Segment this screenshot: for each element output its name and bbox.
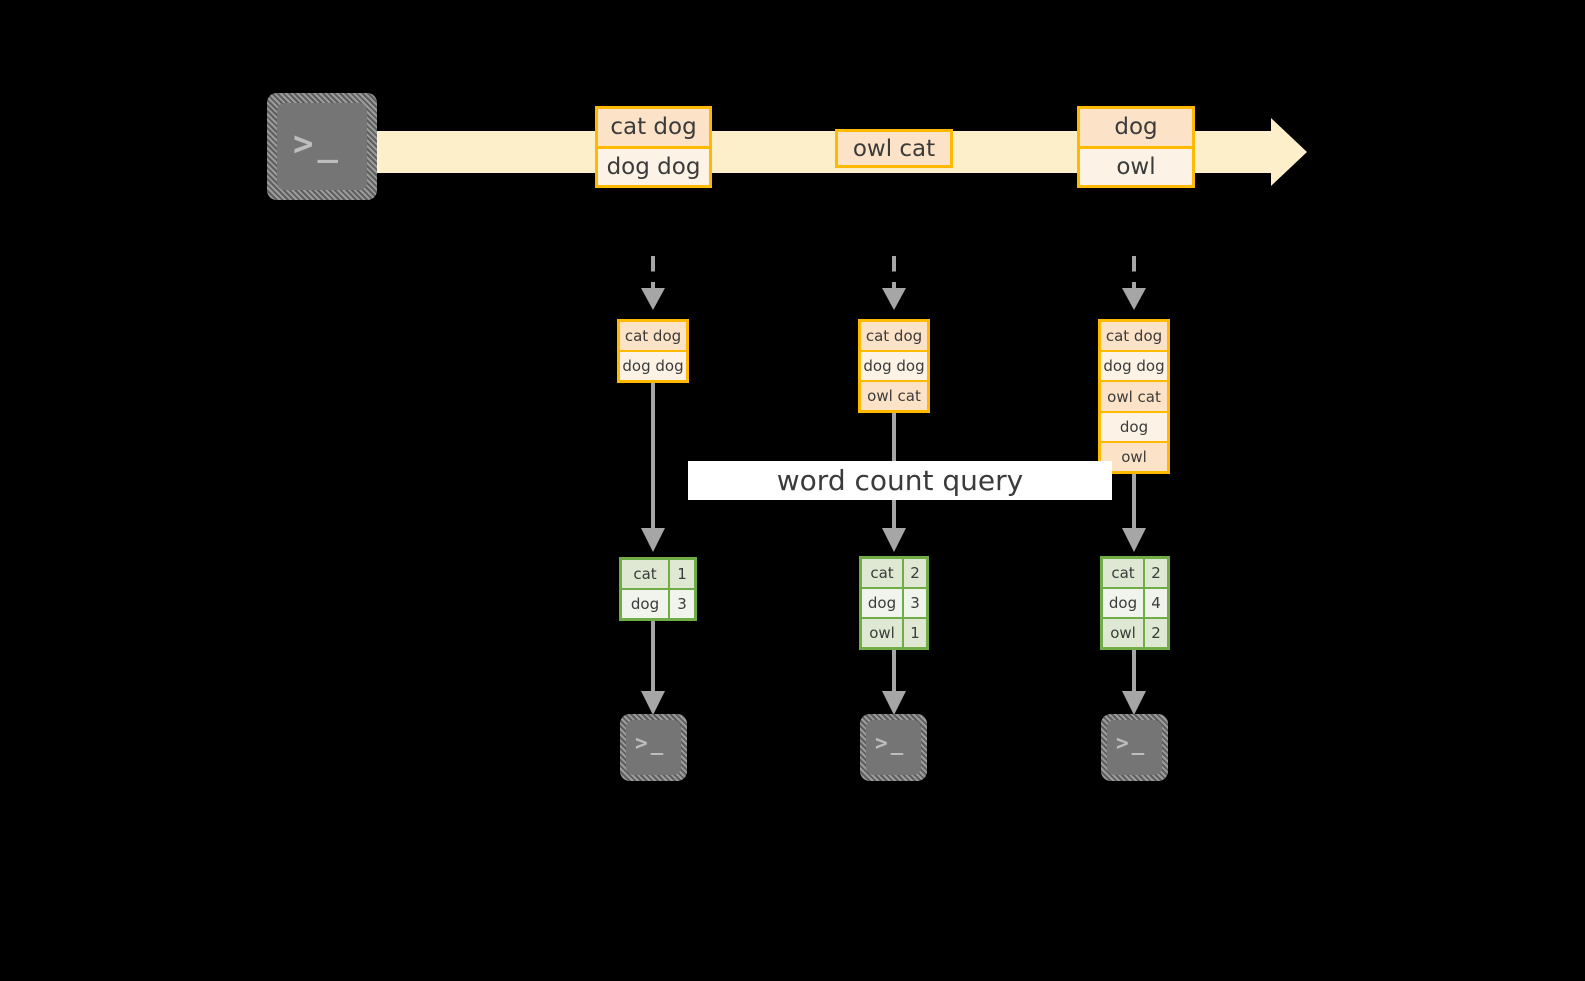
snapshot-to-result-line-1 [651,383,655,530]
query-label-text: word count query [776,464,1024,497]
stream-record-1[interactable]: cat dog dog dog [595,106,712,188]
table-row: owl 2 [1103,619,1167,647]
stream-to-snapshot-dashed-line-1 [651,256,655,290]
stream-to-snapshot-arrowhead-1 [641,288,665,310]
result-word-cell: dog [862,589,904,617]
sink-terminal-icon-3[interactable]: >_ [1101,714,1168,781]
terminal-screen [1107,720,1162,775]
stream-to-snapshot-dashed-line-2 [892,256,896,290]
snapshot-line: dog dog [1101,352,1167,383]
result-word-cell: dog [1103,589,1145,617]
result-word-cell: owl [862,619,904,647]
terminal-screen [277,103,367,190]
stream-to-snapshot-arrowhead-3 [1122,288,1146,310]
result-count-cell: 2 [1145,559,1167,587]
snapshot-to-result-arrowhead-3 [1122,528,1146,552]
terminal-screen [866,720,921,775]
query-label-banner: word count query [688,461,1112,500]
result-word-cell: cat [622,560,670,588]
table-row: cat 2 [862,559,926,589]
stream-record-line: dog [1080,109,1192,149]
sink-terminal-icon-1[interactable]: >_ [620,714,687,781]
snapshot-table-2[interactable]: cat dog dog dog owl cat [858,319,930,413]
stream-record-line: owl cat [838,132,950,165]
snapshot-line: dog dog [620,352,686,380]
terminal-screen [626,720,681,775]
result-table-1[interactable]: cat 1 dog 3 [619,557,697,621]
terminal-prompt-label: >_ [293,124,342,164]
stream-record-line: cat dog [598,109,709,149]
result-count-cell: 2 [904,559,926,587]
result-count-cell: 3 [670,590,694,618]
result-table-3[interactable]: cat 2 dog 4 owl 2 [1100,556,1170,650]
result-word-cell: cat [862,559,904,587]
stream-record-2[interactable]: owl cat [835,129,953,168]
stream-to-snapshot-dashed-line-3 [1132,256,1136,290]
stream-record-line: dog dog [598,148,709,185]
table-row: cat 1 [622,560,694,590]
snapshot-line: cat dog [620,322,686,352]
terminal-prompt-label: >_ [1116,731,1148,755]
sink-terminal-icon-2[interactable]: >_ [860,714,927,781]
table-row: dog 3 [862,589,926,619]
snapshot-line: dog dog [861,352,927,382]
source-terminal-icon[interactable]: >_ [267,93,377,200]
stream-record-line: owl [1080,148,1192,185]
stream-to-snapshot-arrowhead-2 [882,288,906,310]
terminal-prompt-label: >_ [635,731,667,755]
terminal-prompt-label: >_ [875,731,907,755]
result-count-cell: 1 [904,619,926,647]
snapshot-table-1[interactable]: cat dog dog dog [617,319,689,383]
snapshot-to-result-arrowhead-1 [641,528,665,552]
result-word-cell: dog [622,590,670,618]
snapshot-line: cat dog [1101,322,1167,353]
result-to-sink-line-2 [892,650,896,693]
result-count-cell: 1 [670,560,694,588]
table-row: dog 3 [622,590,694,618]
result-table-2[interactable]: cat 2 dog 3 owl 1 [859,556,929,650]
input-stream-arrowhead [1271,118,1307,186]
snapshot-line: cat dog [861,322,927,352]
result-word-cell: cat [1103,559,1145,587]
result-count-cell: 2 [1145,619,1167,647]
result-to-sink-arrowhead-1 [641,691,665,715]
table-row: owl 1 [862,619,926,647]
table-row: cat 2 [1103,559,1167,589]
snapshot-to-result-arrowhead-2 [882,528,906,552]
result-to-sink-arrowhead-3 [1122,691,1146,715]
snapshot-to-result-line-3 [1132,474,1136,530]
result-word-cell: owl [1103,619,1145,647]
table-row: dog 4 [1103,589,1167,619]
snapshot-line: owl [1101,442,1167,471]
snapshot-line: owl cat [1101,382,1167,413]
result-to-sink-line-1 [651,621,655,693]
snapshot-table-3[interactable]: cat dog dog dog owl cat dog owl [1098,319,1170,474]
result-to-sink-arrowhead-2 [882,691,906,715]
snapshot-line: dog [1101,412,1167,443]
result-count-cell: 4 [1145,589,1167,617]
result-to-sink-line-3 [1132,650,1136,693]
stream-record-3[interactable]: dog owl [1077,106,1195,188]
result-count-cell: 3 [904,589,926,617]
snapshot-line: owl cat [861,382,927,410]
